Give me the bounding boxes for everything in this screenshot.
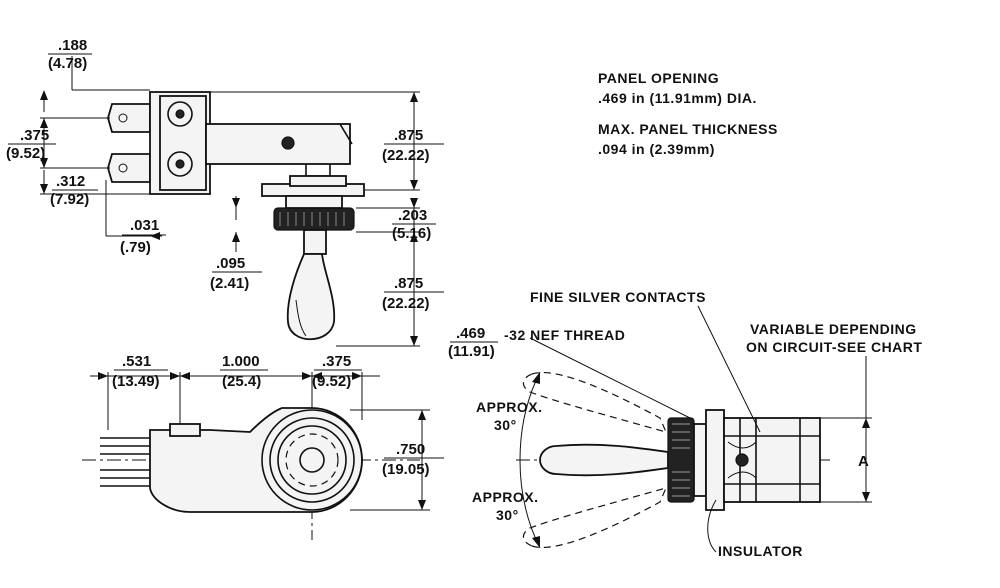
dim-arrow-875-bottom [410,336,418,346]
right-body-stripes [724,435,820,485]
arm-pivot [281,136,295,150]
side-view: .188 (4.78) .375 (9.52) .312 (7.92) .031… [6,37,444,347]
angle-arc-top [519,371,541,461]
approx-bottom-deg: 30° [496,507,519,523]
insulator-label: INSULATOR [718,543,803,559]
dim-375-top-mm: (9.52) [312,373,351,390]
max-thickness-title: MAX. PANEL THICKNESS [598,121,778,137]
terminal-wires [100,437,160,487]
actuator-arm [205,123,351,165]
right-view: A FINE SILVER CONTACTS .469 (11.91) -32 … [448,289,922,559]
dim-875-top-mm: (22.22) [382,147,430,164]
dim-375-left-mm: (9.52) [6,145,45,162]
dim-arrows-875-top [410,92,418,190]
dim-203: .203 [398,207,427,224]
contact-point [735,453,749,467]
dim-375-left: .375 [20,127,49,144]
lever-lower-position [522,487,668,548]
dim-095-mm: (2.41) [210,275,249,292]
outer-ring [261,409,363,511]
thread-ring [285,433,339,487]
dim-031: .031 [130,217,159,234]
panel-opening-value: .469 in (11.91mm) DIA. [598,90,757,106]
panel-notes: PANEL OPENING .469 in (11.91mm) DIA. MAX… [598,70,778,157]
bushing-collar [289,175,347,187]
thread-label: -32 NEF THREAD [504,327,625,343]
dim-a: A [858,453,869,470]
dim-531: .531 [122,353,151,370]
dim-1000: 1.000 [222,353,260,370]
dim-arrows-a [862,418,870,502]
approx-top-label: APPROX. [476,399,543,415]
dim-203-mm: (5.16) [392,225,431,242]
dim-arrows-375 [40,118,48,168]
dim-arrow-031 [150,232,160,240]
leader-fine-silver [697,305,761,433]
dim-arrows-top-view [98,372,362,380]
dim-188-mm: (4.78) [48,55,87,72]
thread-in: .469 [456,325,485,342]
dim-750-mm: (19.05) [382,461,430,478]
approx-bottom-label: APPROX. [472,489,539,505]
lower-rivet [167,151,193,177]
angle-arrow-top [532,372,540,384]
dim-875-bottom-mm: (22.22) [382,295,430,312]
washer-ring [277,425,347,495]
dim-750: .750 [396,441,425,458]
lower-lug-hole [118,163,128,173]
dim-531-mm: (13.49) [112,373,160,390]
lever-upper-position [522,372,668,433]
upper-lug-hole [118,113,128,123]
variable-line2: ON CIRCUIT-SEE CHART [746,339,922,355]
right-view-lever [539,443,669,477]
dim-375-top: .375 [322,353,351,370]
washer [285,195,343,209]
nut-ring [269,417,355,503]
leader-thread [529,337,691,419]
nut-knurl-lines [279,212,345,226]
dim-1000-mm: (25.4) [222,373,261,390]
lever-shading [295,299,307,337]
upper-rivet [167,101,193,127]
fine-silver-label: FINE SILVER CONTACTS [530,289,706,305]
upper-rivet-center [175,109,185,119]
top-view-lug [169,423,201,437]
top-view: .531 (13.49) 1.000 (25.4) .375 (9.52) .7… [82,353,444,540]
knurled-nut [273,207,355,231]
lever-stem [303,229,327,255]
lever-ring [299,447,325,473]
bushing-neck [305,164,331,177]
lower-rivet-center [175,159,185,169]
lower-terminal-lug [107,153,151,183]
variable-line1: VARIABLE DEPENDING [750,321,917,337]
dim-188: .188 [58,37,87,54]
dim-arrow-312 [40,184,48,194]
dim-875-bottom: .875 [394,275,423,292]
dim-095: .095 [216,255,245,272]
right-view-nut [667,417,695,503]
contact-springs [727,441,757,479]
dim-arrow-188 [40,90,48,100]
toggle-lever [286,253,336,341]
dim-031-mm: (.79) [120,239,151,256]
dim-arrows-750 [418,410,426,510]
panel-opening-title: PANEL OPENING [598,70,719,86]
arm-end-edge [339,123,353,145]
dim-875-top: .875 [394,127,423,144]
upper-terminal-lug [107,103,151,133]
leader-insulator [707,499,717,553]
right-view-washer [693,423,707,497]
thread-mm: (11.91) [448,343,495,360]
max-thickness-value: .094 in (2.39mm) [598,141,715,157]
approx-top-deg: 30° [494,417,517,433]
dim-312: .312 [56,173,85,190]
angle-arrow-bottom [532,536,540,548]
dim-arrows-095 [232,198,240,242]
dim-312-mm: (7.92) [50,191,89,208]
right-nut-knurl [672,423,690,497]
right-view-plate [705,409,725,511]
